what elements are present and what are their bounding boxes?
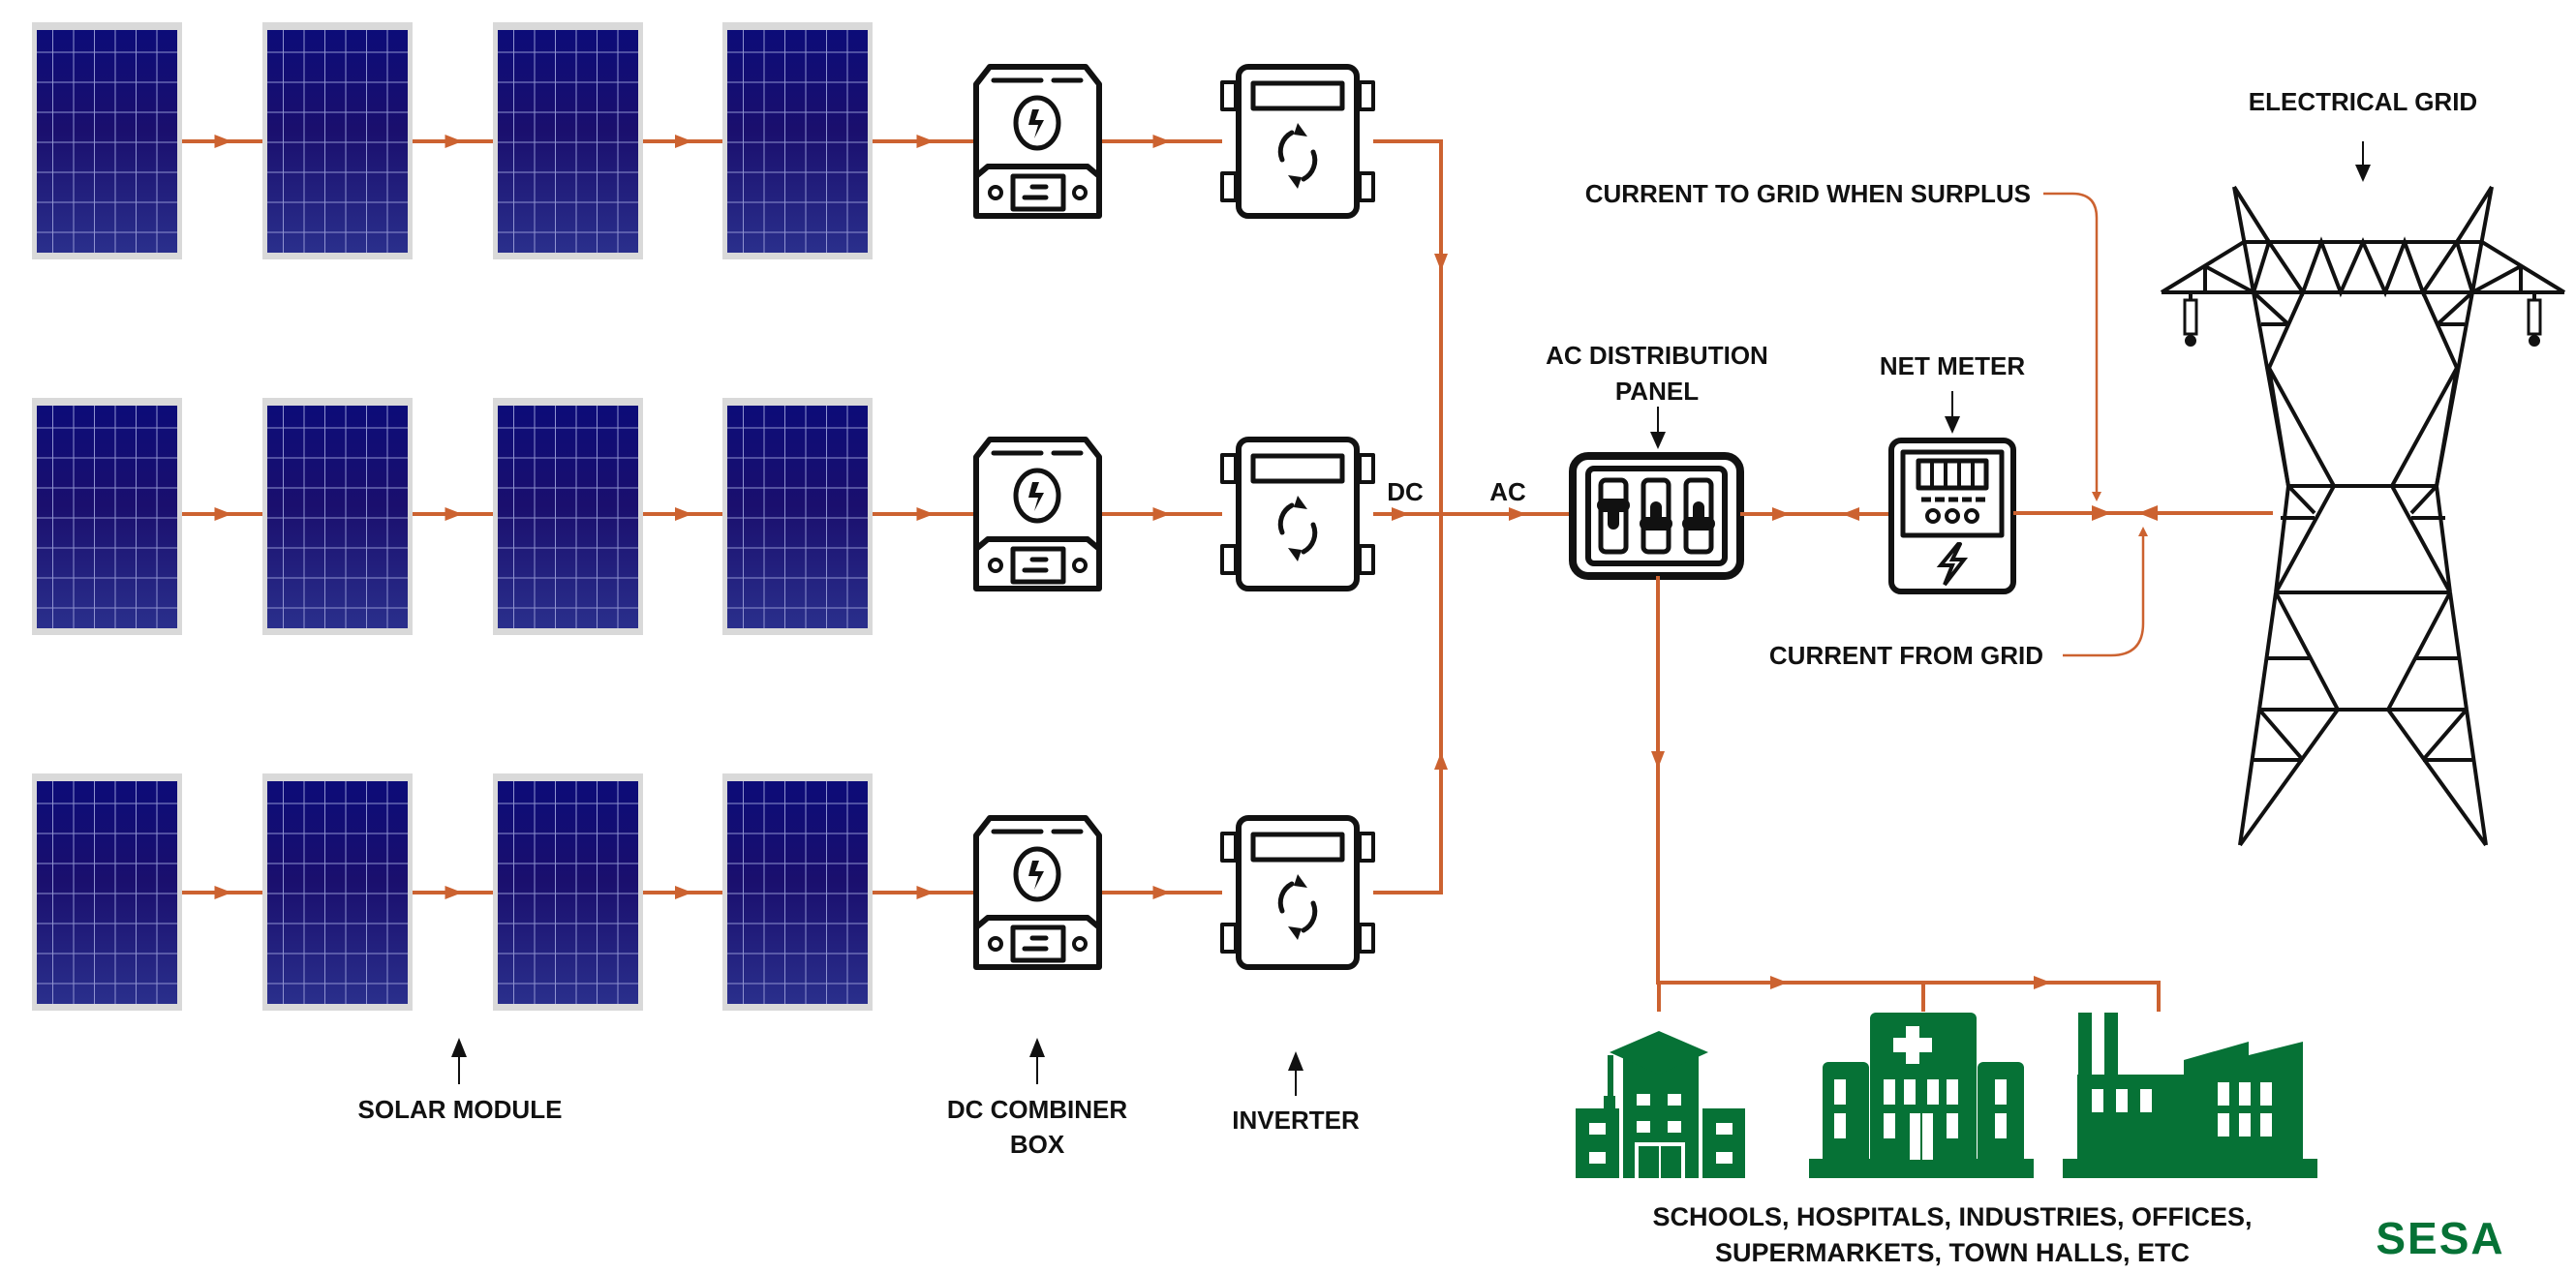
solar-panel bbox=[32, 773, 182, 1011]
transmission-tower-icon bbox=[2160, 185, 2566, 847]
inverter-label: INVERTER bbox=[1232, 1106, 1360, 1135]
flow-arrow bbox=[445, 135, 463, 148]
pointer-arrow-icon bbox=[1288, 1051, 1303, 1096]
dc-wiring bbox=[182, 135, 1222, 899]
consumers-label-line2: SUPERMARKETS, TOWN HALLS, ETC bbox=[1715, 1238, 2190, 1267]
flow-arrow bbox=[445, 507, 463, 521]
pointer-arrow-icon bbox=[1029, 1038, 1045, 1084]
solar-panel bbox=[722, 22, 873, 259]
pointer-arrow-icon bbox=[451, 1038, 467, 1084]
flow-arrow bbox=[916, 507, 935, 521]
dc-label: DC bbox=[1387, 477, 1424, 506]
flow-arrow bbox=[1152, 135, 1171, 148]
solar-panel bbox=[722, 398, 873, 635]
flow-arrow bbox=[916, 135, 935, 148]
inverter-row2 bbox=[1222, 439, 1373, 589]
solar-panel bbox=[722, 773, 873, 1011]
ac-wiring bbox=[1651, 507, 2161, 1012]
ac-distribution-label-line1: AC DISTRIBUTION bbox=[1546, 341, 1768, 370]
ac-label: AC bbox=[1489, 477, 1526, 506]
flow-arrow bbox=[1152, 886, 1171, 899]
pointer-arrow-icon bbox=[1945, 391, 1960, 434]
flow-arrow bbox=[675, 507, 692, 521]
grid-wiring bbox=[2013, 192, 2273, 657]
pointer-arrow-icon bbox=[1650, 407, 1666, 449]
factory-icon bbox=[2063, 1013, 2317, 1178]
arrow-down bbox=[1434, 254, 1448, 271]
flow-arrow bbox=[675, 886, 692, 899]
inverter-row3 bbox=[1222, 818, 1373, 967]
flow-arrow bbox=[1152, 507, 1171, 521]
arrow-up bbox=[1434, 752, 1448, 770]
solar-panel bbox=[493, 22, 643, 259]
dc-combiner-label-line1: DC COMBINER bbox=[947, 1095, 1128, 1124]
combiner-box-row2 bbox=[976, 439, 1099, 589]
dc-combiner-label-line2: BOX bbox=[1010, 1130, 1065, 1159]
flow-arrow bbox=[445, 886, 463, 899]
flow-arrow bbox=[675, 135, 692, 148]
inverter-row1 bbox=[1222, 67, 1373, 216]
flow-arrow bbox=[916, 886, 935, 899]
electrical-grid-label: ELECTRICAL GRID bbox=[2249, 87, 2477, 116]
current-from-grid-label: CURRENT FROM GRID bbox=[1769, 641, 2043, 670]
flow-arrow bbox=[214, 135, 232, 148]
consumers-label-line1: SCHOOLS, HOSPITALS, INDUSTRIES, OFFICES, bbox=[1652, 1202, 2252, 1231]
solar-panel bbox=[493, 398, 643, 635]
hospital-icon bbox=[1809, 1013, 2034, 1178]
solar-panel bbox=[262, 398, 413, 635]
combiner-box-row3 bbox=[976, 818, 1099, 967]
pointer-arrow-icon bbox=[2355, 141, 2371, 182]
net-meter-icon bbox=[1888, 438, 2016, 594]
flow-arrow bbox=[214, 886, 232, 899]
arrow-right bbox=[1509, 507, 1526, 521]
solar-panel bbox=[32, 22, 182, 259]
current-to-grid-label: CURRENT TO GRID WHEN SURPLUS bbox=[1585, 179, 2031, 208]
solar-panel bbox=[493, 773, 643, 1011]
solar-module-label: SOLAR MODULE bbox=[358, 1095, 563, 1124]
combiner-box-row1 bbox=[976, 67, 1099, 216]
solar-panel bbox=[32, 398, 182, 635]
sesa-logo: SESA bbox=[2376, 1213, 2504, 1263]
ac-distribution-label-line2: PANEL bbox=[1615, 377, 1699, 406]
dc-ac-bus bbox=[1373, 139, 1569, 894]
distribution-panel-icon bbox=[1569, 452, 1744, 580]
solar-panel bbox=[262, 773, 413, 1011]
school-icon bbox=[1576, 1031, 1745, 1178]
solar-panel bbox=[262, 22, 413, 259]
net-meter-label: NET METER bbox=[1880, 351, 2025, 380]
arrow-right bbox=[1392, 507, 1409, 521]
flow-arrow bbox=[214, 507, 232, 521]
